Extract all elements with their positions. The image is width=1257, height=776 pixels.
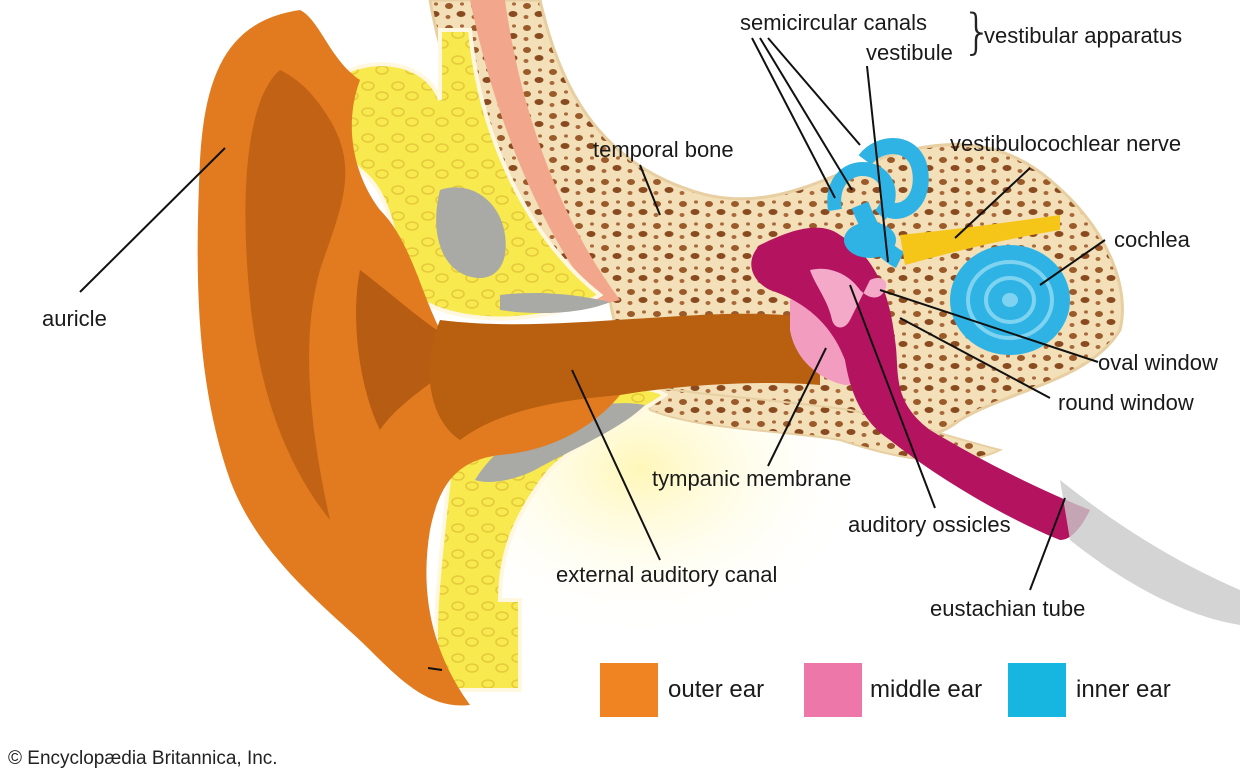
- label-tympanic-membrane: tympanic membrane: [652, 466, 852, 491]
- inner-ear-shape: [827, 138, 1070, 355]
- lower-cartilage-cavity: [475, 403, 645, 482]
- label-vestibular-apparatus: vestibular apparatus: [984, 23, 1183, 48]
- copyright-credit: © Encyclopædia Britannica, Inc.: [8, 748, 278, 769]
- label-auditory-ossicles: auditory ossicles: [848, 512, 1011, 537]
- legend-swatch-middle-ear: [804, 663, 862, 717]
- label-temporal-bone: temporal bone: [593, 137, 734, 162]
- nerve-shape: [900, 215, 1060, 265]
- skin-strip: [470, 0, 620, 305]
- ear-canal-shape: [429, 313, 820, 440]
- label-vestibulocochlear-nerve: vestibulocochlear nerve: [950, 131, 1182, 156]
- leader-lines: [79, 37, 1106, 671]
- upper-cartilage-cavity-2: [500, 292, 610, 314]
- upper-cartilage-cavity: [436, 187, 506, 279]
- label-cochlea: cochlea: [1114, 227, 1190, 252]
- vestibular-brace: }: [962, 4, 993, 60]
- label-eustachian-tube: eustachian tube: [930, 596, 1086, 621]
- eustachian-tube-shape: [1060, 480, 1240, 625]
- label-auricle: auricle: [42, 306, 107, 331]
- legend-label-outer-ear: outer ear: [668, 676, 765, 703]
- auricle-inner-shadow: [245, 70, 346, 520]
- label-external-auditory-canal: external auditory canal: [556, 562, 778, 587]
- label-oval-window: oval window: [1098, 350, 1218, 375]
- tympanic-membrane-shape: [790, 297, 857, 385]
- label-semicircular-canals: semicircular canals: [740, 10, 928, 35]
- legend-swatch-inner-ear: [1008, 663, 1066, 717]
- legend-label-middle-ear: middle ear: [870, 676, 983, 703]
- label-vestibule: vestibule: [866, 40, 953, 65]
- label-round-window: round window: [1058, 390, 1194, 415]
- ossicles-shape: [810, 268, 887, 328]
- concha-shadow: [356, 270, 470, 430]
- legend-swatch-outer-ear: [600, 663, 658, 717]
- legend-label-inner-ear: inner ear: [1076, 676, 1171, 703]
